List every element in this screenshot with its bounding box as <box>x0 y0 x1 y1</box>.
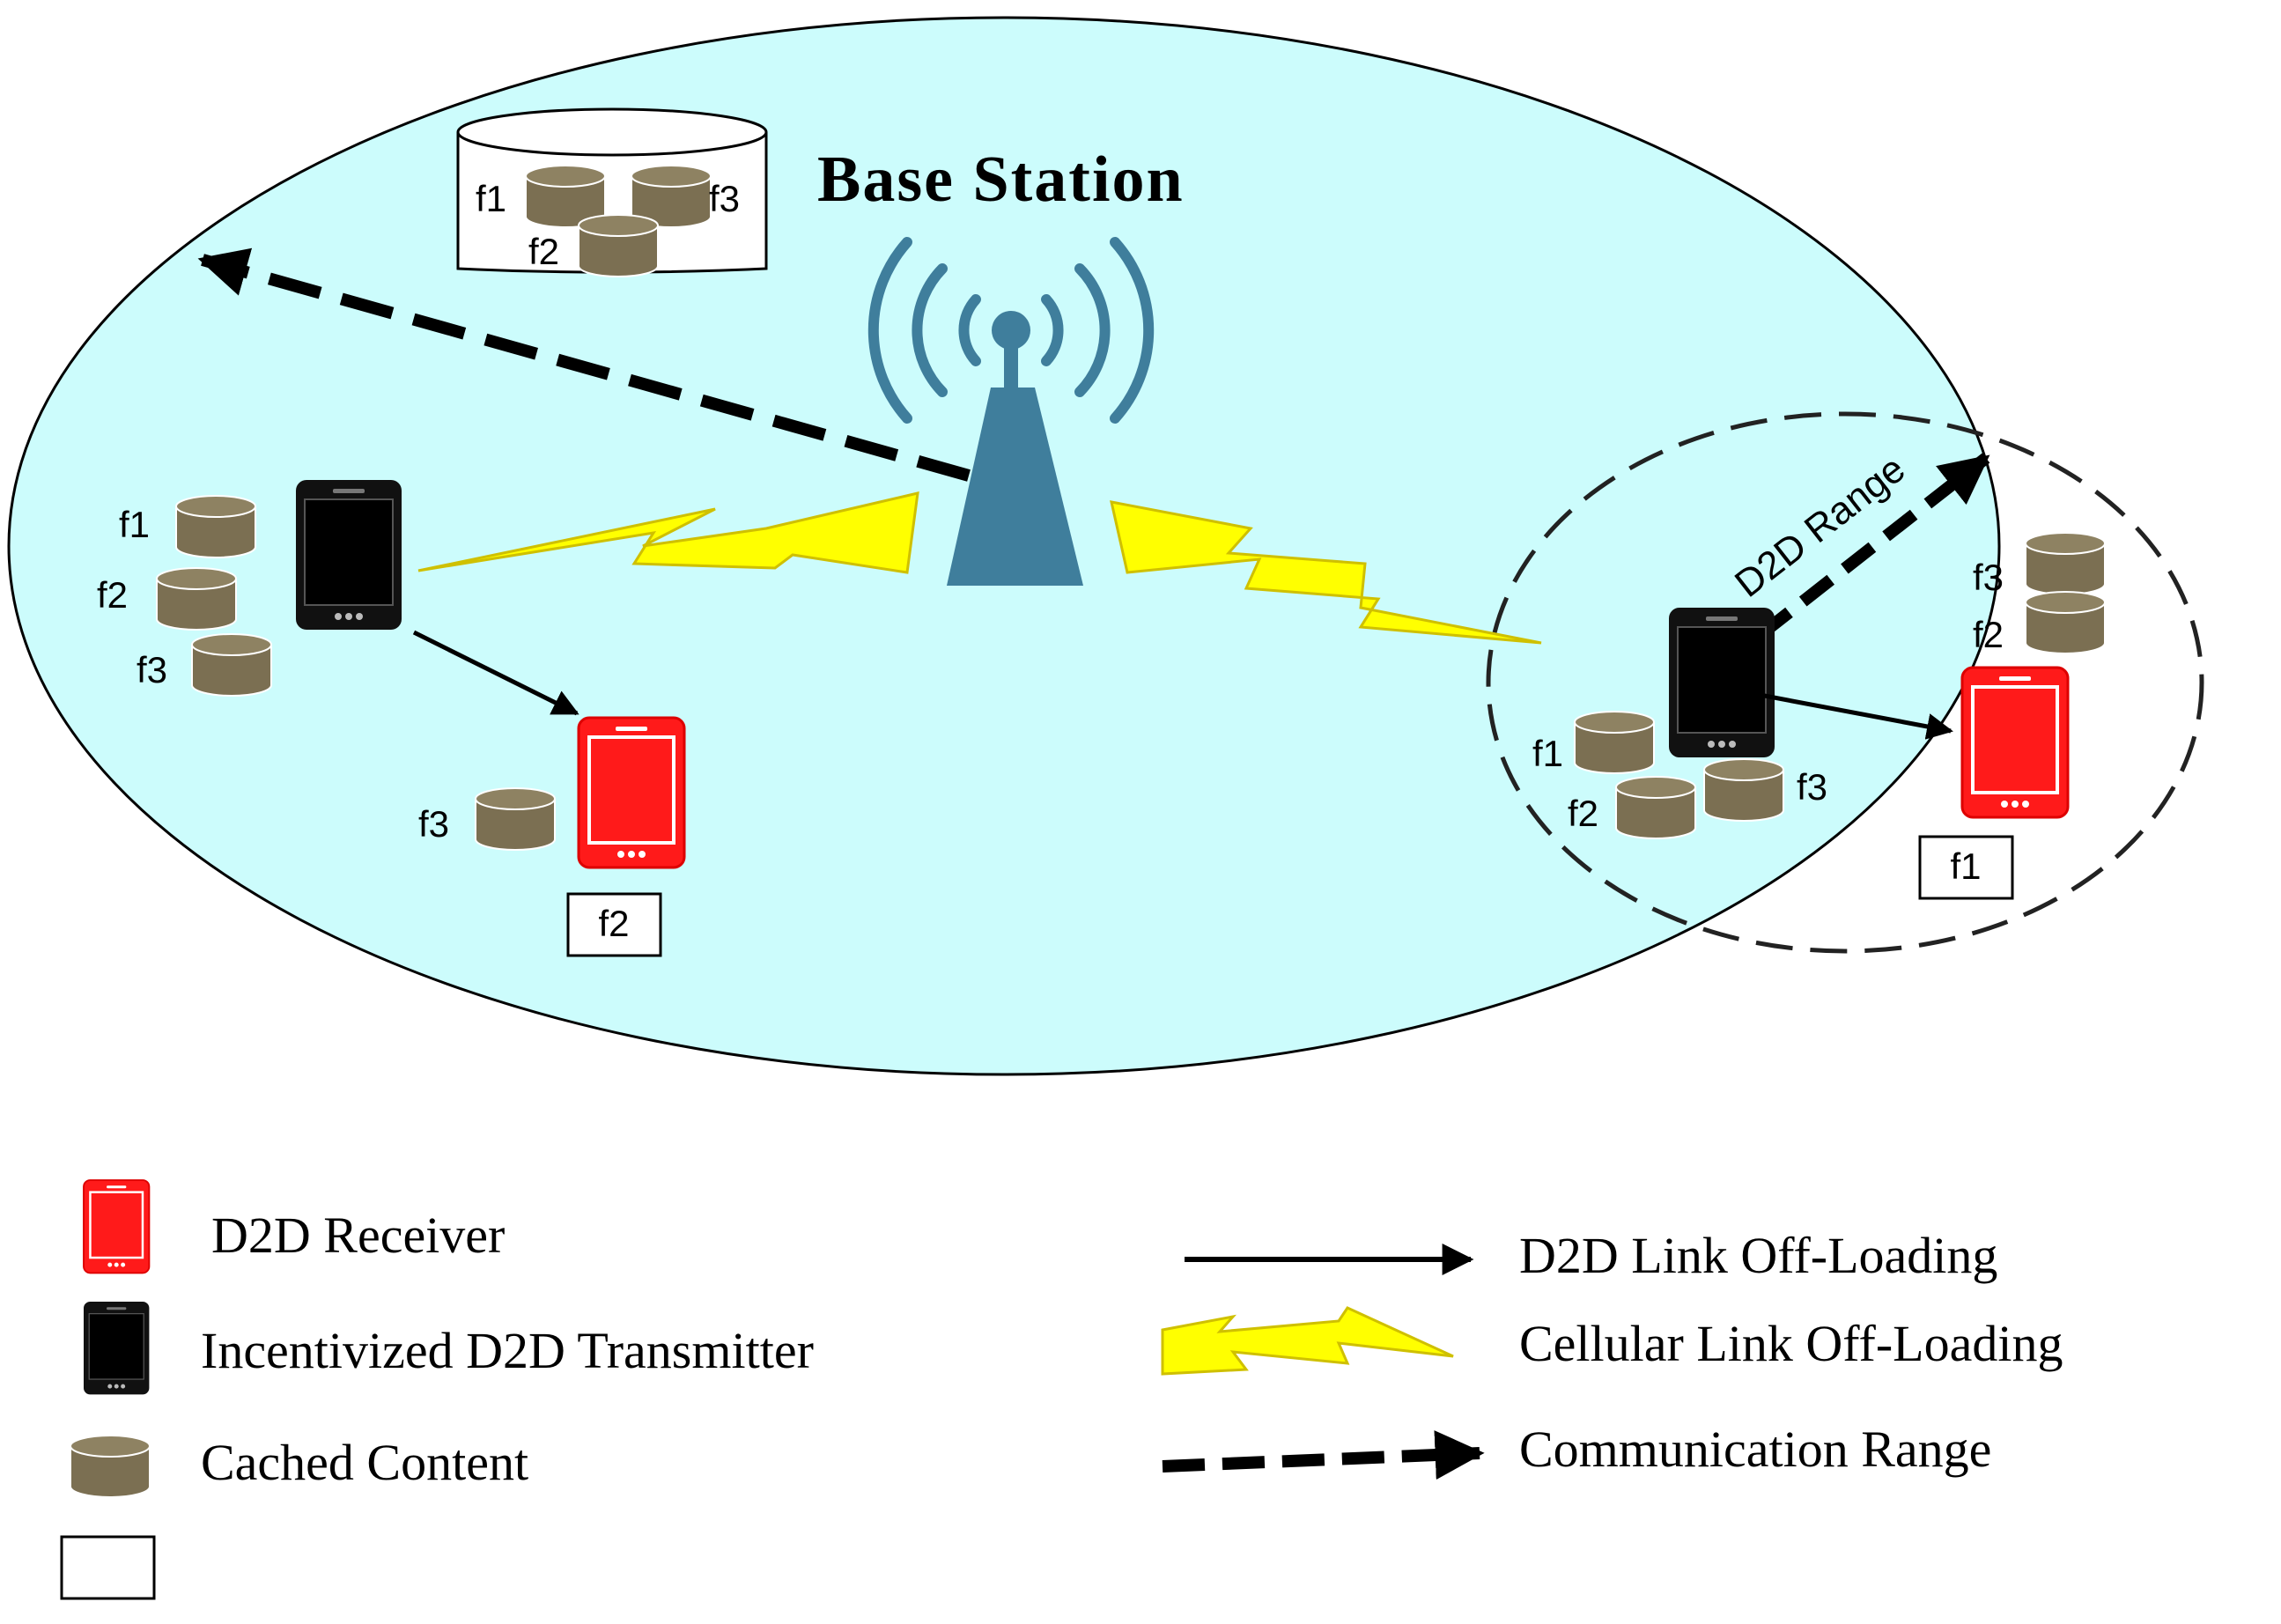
file-label: f3 <box>418 803 449 845</box>
legend-cached-icon <box>70 1435 151 1498</box>
cached-file-icon <box>191 633 272 697</box>
cached-file-icon <box>1703 758 1784 822</box>
requested-file-label: f2 <box>598 903 629 944</box>
cellular-link-bolt <box>1110 500 1542 645</box>
cached-file-icon <box>2025 532 2106 595</box>
file-label: f3 <box>137 649 167 690</box>
requested-file-box <box>1918 835 2014 900</box>
legend-cellular-link-label: Cellular Link Off-Loading <box>1519 1315 2063 1372</box>
base-station-cache: f1 f3 f2 <box>456 107 768 277</box>
legend-cached-label: Cached Content <box>201 1434 528 1491</box>
file-label: f3 <box>1973 557 2004 598</box>
base-station-tower-icon <box>867 237 1155 586</box>
d2d-link-arrow <box>1708 683 1953 740</box>
transmitter-phone-icon <box>295 479 402 631</box>
file-label: f3 <box>709 178 740 219</box>
receiver-phone-icon <box>577 716 686 869</box>
legend-comm-range-label: Communication Range <box>1519 1421 1991 1478</box>
file-label: f2 <box>528 231 559 272</box>
legend-request-box-icon <box>60 1535 156 1600</box>
legend-transmitter-label: Incentivized D2D Transmitter <box>201 1322 814 1379</box>
legend-receiver-label: D2D Receiver <box>211 1207 505 1264</box>
legend-d2d-link-label: D2D Link Off-Loading <box>1519 1227 1997 1284</box>
d2d-range-circle <box>1486 411 2204 954</box>
legend-comm-range-icon <box>1162 1430 1485 1480</box>
cached-file-icon <box>175 495 256 558</box>
legend-receiver-icon <box>82 1178 151 1274</box>
cached-file-icon <box>578 214 659 277</box>
transmitter-phone-icon <box>1668 607 1775 758</box>
file-label: f1 <box>1532 733 1563 774</box>
legend-transmitter-icon <box>83 1301 151 1396</box>
communication-range-arrow <box>197 247 971 482</box>
cached-file-icon <box>1615 776 1696 839</box>
requested-file-label: f1 <box>1950 845 1981 887</box>
file-label: f2 <box>97 574 128 616</box>
legend: D2D Receiver Incentivized D2D Transmitte… <box>60 1178 2063 1600</box>
file-label: f2 <box>1568 793 1598 834</box>
base-station-title: Base Station <box>817 144 1185 216</box>
cached-file-icon <box>2025 591 2106 654</box>
receiver-phone-icon <box>1960 666 2070 819</box>
file-label: f3 <box>1797 766 1827 808</box>
cellular-link-bolt <box>417 491 919 574</box>
cached-file-icon <box>1574 711 1655 774</box>
file-label: f1 <box>119 504 150 545</box>
cached-file-icon <box>156 567 237 631</box>
d2d-link-arrow <box>412 630 579 716</box>
legend-cellular-link-icon <box>1161 1306 1454 1376</box>
cached-file-icon <box>475 787 556 851</box>
d2d-range-arrow <box>1757 453 1990 639</box>
file-label: f1 <box>476 178 506 219</box>
requested-file-box <box>566 892 662 957</box>
file-label: f2 <box>1973 614 2004 655</box>
